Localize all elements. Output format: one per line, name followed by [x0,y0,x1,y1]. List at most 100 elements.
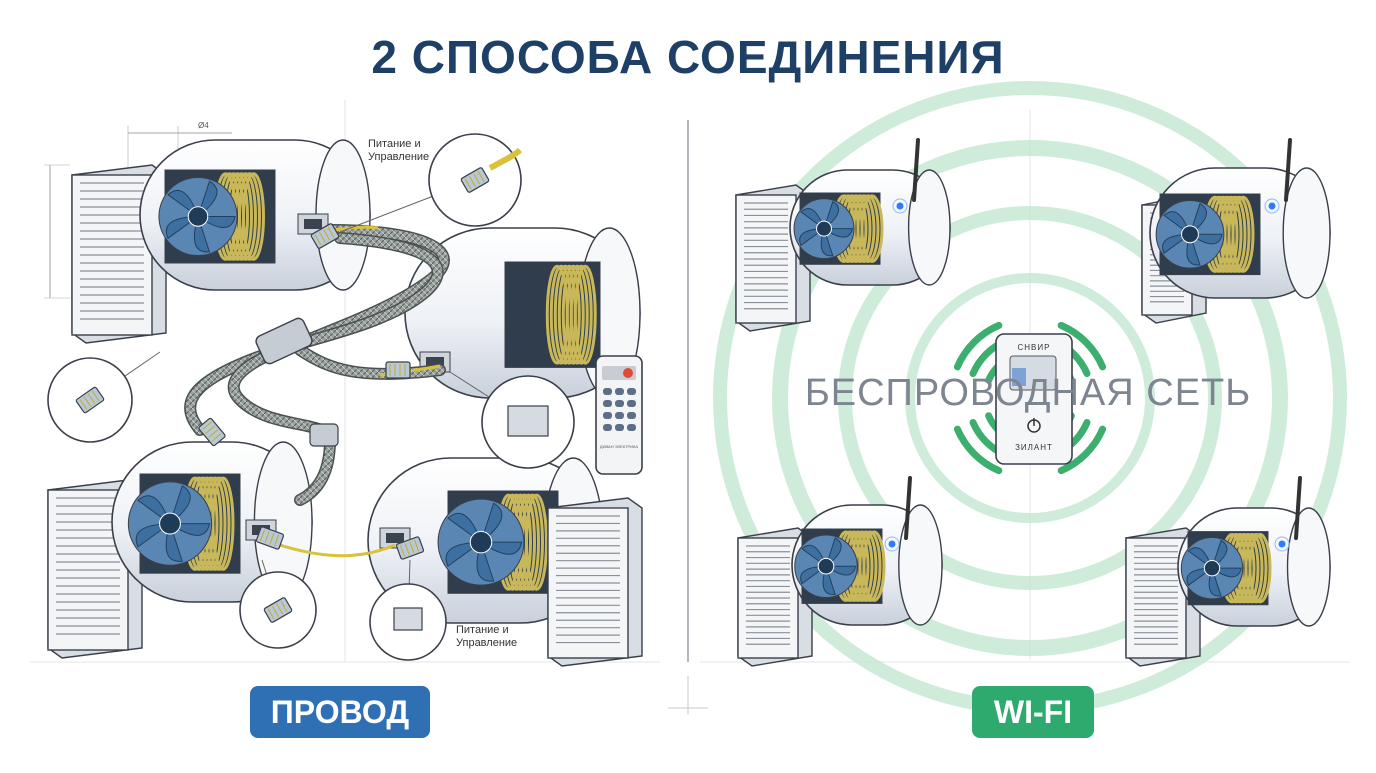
heat-exchanger-coil [1231,195,1255,273]
fan-hub [187,206,209,227]
rj45-pin [399,544,406,557]
rj45-pin [414,539,420,552]
status-led-glow [884,536,900,552]
status-led [1268,202,1276,210]
heat-exchanger-coil [862,530,886,602]
rj45-pin [79,399,88,410]
wifi-label-badge: WI-FI [972,686,1094,738]
heat-exchanger-coil [557,264,581,365]
rj45-pin [269,532,275,545]
wifi-wave-ring [772,140,1288,656]
heat-exchanger-coil [569,264,593,365]
rj45-plug-body [198,417,226,447]
rj45-pin [477,171,485,182]
heat-exchanger-coil [1223,195,1247,273]
rj45-pin [91,390,100,402]
heat-exchanger-coil [211,476,235,571]
fan-hub [469,530,493,554]
remote-button [615,424,624,431]
cable-coupler [309,423,339,447]
rj45-pin [259,529,266,542]
rj45-plug-icon [310,223,340,249]
rj45-pin [464,178,472,190]
status-led [888,540,896,548]
unit-end-cap [1282,167,1331,299]
rj45-plug-body [385,361,411,379]
wifi-signal-arc [953,321,1003,371]
power-wire [264,538,396,558]
rj45-plug-icon [75,386,105,414]
heat-exchanger-coil [858,530,882,602]
wall-controller-icon [995,333,1073,465]
status-led-glow [1264,198,1280,214]
remote-button [603,400,612,407]
wifi-signal-arc [953,425,1003,475]
rj45-pin [318,232,326,243]
remote-button [603,388,612,395]
antenna-icon [1284,138,1292,202]
rj45-plug-icon [395,536,425,560]
fan-hub [159,512,181,535]
unit-end-cap [907,169,951,286]
controller-bottom-text: ЗИЛАНТ [1015,443,1053,452]
heat-exchanger-coil [565,264,589,365]
fan-hub [1203,559,1221,577]
dimension-mark: Ø4 [198,121,209,130]
remote-button [627,400,636,407]
heat-exchanger-coil [238,172,261,261]
heat-exchanger-coil [561,264,585,365]
antenna-icon [912,138,920,202]
braided-cable [295,345,445,379]
rj45-plug-icon [198,417,226,447]
page-title: 2 СПОСОБА СОЕДИНЕНИЯ [371,31,1005,83]
remote-button [627,424,636,431]
rj45-plug-body [75,386,105,414]
remote-button [615,412,624,419]
remote-brand: ДИВАН ЭЛЕКТРИКА [599,444,639,449]
rj45-pin [211,433,222,442]
unit-end-cap [898,504,943,626]
ventilation-unit-icon [1149,138,1331,299]
rj45-plug-body [460,167,490,193]
rj45-port-slot [386,533,404,543]
unit-end-cap [1286,507,1331,627]
rj45-pin [271,606,279,617]
heat-exchanger-coil [1248,533,1272,604]
rj45-pin [205,425,215,434]
rj45-pin [264,531,270,543]
remote-button [627,412,636,419]
rj45-pin [409,541,415,554]
callout-bubble [47,351,161,443]
remote-button [603,412,612,419]
braided-cable [229,340,335,505]
ventilation-unit-icon [789,138,951,286]
remote-button [615,400,624,407]
rj45-port [507,405,549,437]
fan-hub [816,220,832,237]
wifi-signal-arc [1057,321,1107,371]
status-led-glow [892,198,908,214]
rj45-pin [473,173,481,185]
wireless-network-label: БЕСПРОВОДНАЯ СЕТЬ [804,372,1252,414]
rj45-pin [201,421,212,431]
rj45-pin [327,227,335,238]
status-led-glow [1274,536,1290,552]
heat-exchanger-coil [860,194,884,263]
antenna-icon [904,476,912,540]
rj45-plug-body [310,223,340,249]
rj45-plug-icon [385,361,411,379]
heat-exchanger-coil [1227,195,1251,273]
rj45-pin [314,234,322,246]
controller-screen-icon [1012,368,1026,386]
rj45-pin [280,601,288,612]
controller-top-text: СНВИР [1017,343,1051,352]
antenna-icon [1294,476,1302,540]
cable-coupler [255,317,313,365]
braided-cable [185,233,443,435]
rj45-port-slot [426,357,444,367]
heat-exchanger-coil [1244,533,1268,604]
rj45-pin [83,396,92,407]
